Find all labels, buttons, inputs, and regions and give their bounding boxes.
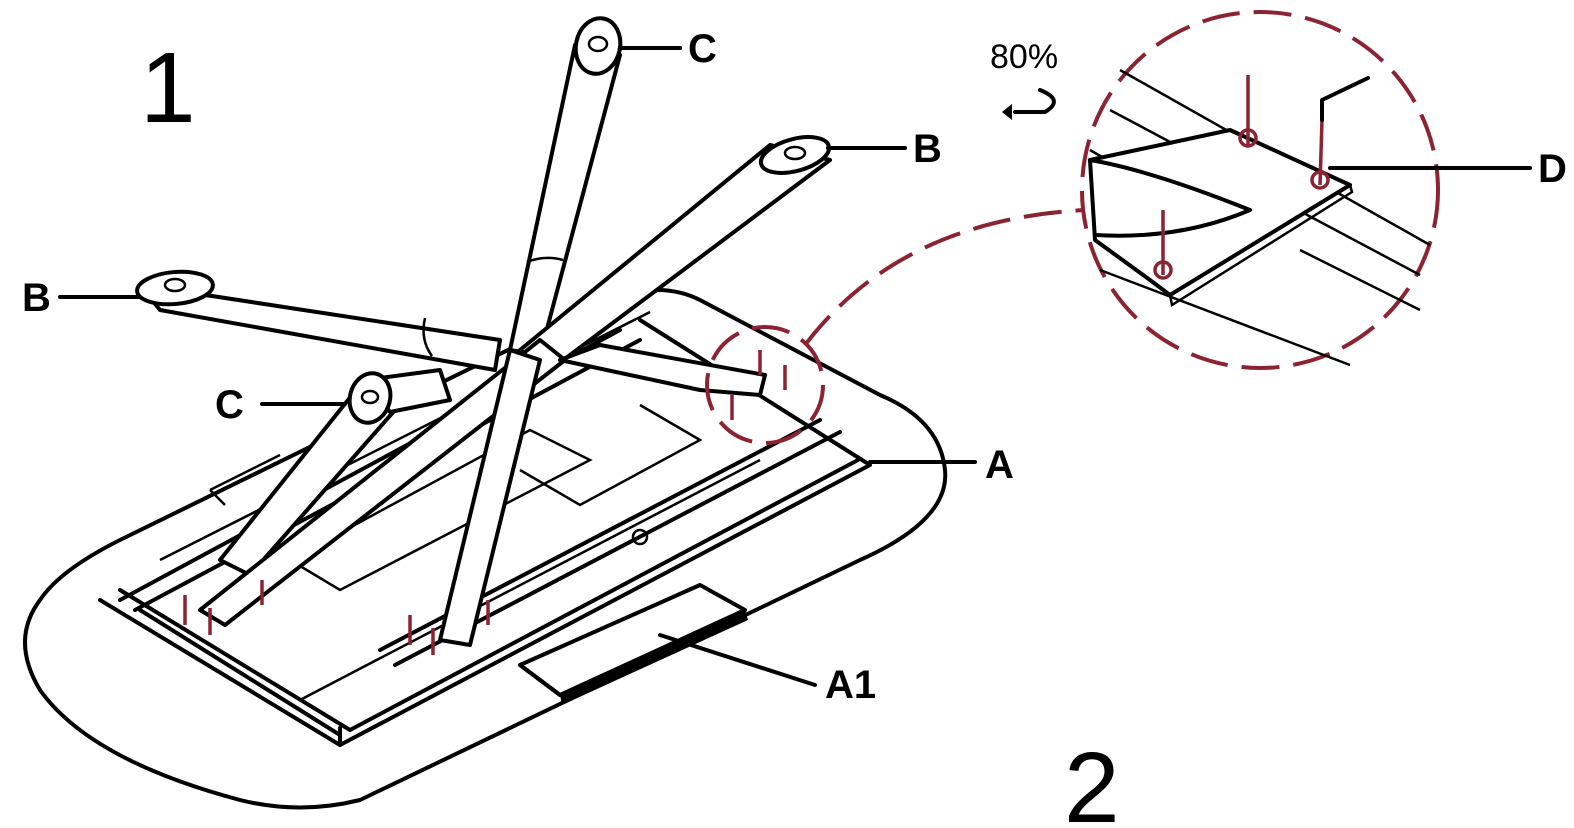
step-number-1: 1	[140, 32, 196, 144]
label-d: D	[1538, 147, 1567, 191]
detail-callout	[705, 10, 1440, 445]
bracket-detail	[1088, 68, 1431, 367]
label-c-left: C	[215, 383, 244, 427]
label-a1: A1	[825, 663, 876, 707]
rotate-arrow-icon	[1013, 88, 1056, 114]
chair-legs	[135, 16, 832, 647]
step-number-2: 2	[1064, 732, 1120, 828]
label-a: A	[985, 443, 1014, 487]
torque-indicator: 80%	[990, 38, 1058, 120]
label-b-left: B	[22, 276, 51, 320]
label-c-top: C	[688, 27, 717, 71]
label-b-right: B	[913, 127, 942, 171]
mounting-bolts	[183, 350, 787, 655]
leader-lines	[58, 46, 1532, 687]
torque-value: 80%	[990, 38, 1058, 76]
